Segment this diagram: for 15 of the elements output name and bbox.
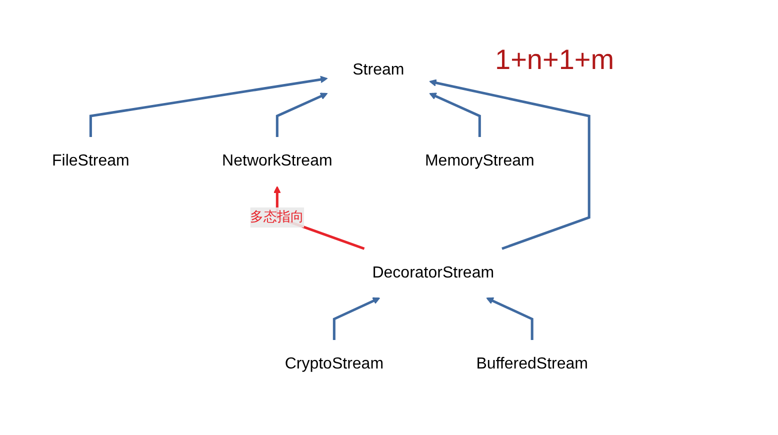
formula-note: 1+n+1+m — [495, 44, 614, 76]
node-text: NetworkStream — [222, 152, 332, 170]
arrow — [486, 297, 534, 340]
node-text: BufferedStream — [476, 355, 588, 373]
arrow — [276, 92, 328, 138]
node-text: MemoryStream — [424, 152, 534, 170]
arrow — [429, 92, 481, 138]
edge-label: 多态指向 — [250, 210, 304, 224]
node-text: CryptoStream — [284, 355, 384, 373]
arrow — [332, 297, 380, 340]
arrow — [89, 76, 328, 138]
arrow — [429, 79, 590, 250]
node-text: Stream — [352, 60, 404, 79]
node-text: FileStream — [52, 152, 130, 170]
node-text: DecoratorStream — [372, 264, 494, 282]
